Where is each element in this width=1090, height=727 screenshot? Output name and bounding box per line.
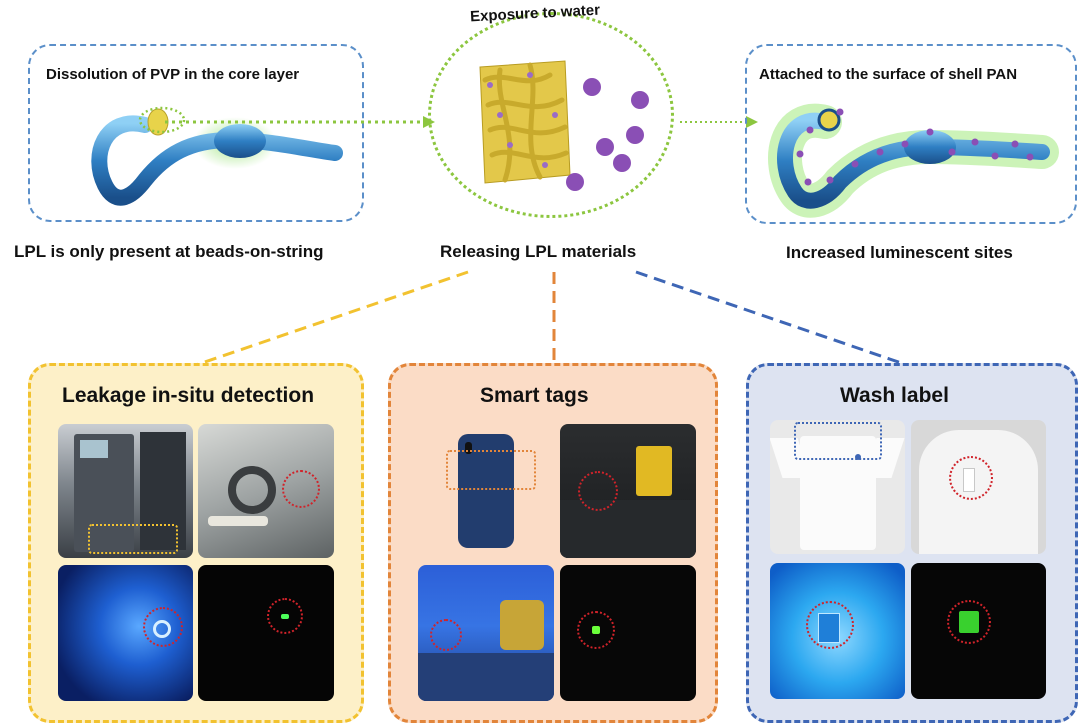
fiber-illustration-right	[768, 103, 1059, 218]
tshirt-front-photo	[770, 420, 905, 554]
uv-tshirt-photo	[770, 563, 905, 699]
uv-label-ring	[806, 601, 854, 649]
phone-internals-photo	[560, 424, 696, 558]
phone-back-illustration	[458, 434, 514, 548]
uv-leak-ring	[143, 607, 183, 647]
dark-luminescence-photo	[198, 565, 334, 701]
shell-attachment-title: Attached to the surface of shell PAN	[759, 66, 1018, 83]
tag-location-ring	[578, 471, 618, 511]
lpl-particles	[566, 78, 649, 191]
dark-label-photo	[911, 563, 1046, 699]
core-dissolution-title: Dissolution of PVP in the core layer	[46, 66, 300, 83]
uv-phone-photo	[418, 565, 554, 701]
leak-point-ring	[282, 470, 320, 508]
collar-label-ring	[949, 456, 993, 500]
dark-tag-photo	[560, 565, 696, 701]
uv-tag-ring	[430, 619, 462, 651]
center-caption: Releasing LPL materials	[440, 242, 637, 261]
left-caption: LPL is only present at beads-on-string	[14, 242, 324, 261]
smart-tags-title: Smart tags	[480, 384, 589, 407]
fiber-illustration-left	[91, 106, 343, 206]
water-exposure-circle	[428, 12, 674, 218]
lpl-release-illustration	[479, 60, 649, 191]
tshirt-collar-photo	[911, 420, 1046, 554]
uv-leak-photo	[58, 565, 193, 701]
wash-label-title: Wash label	[840, 384, 949, 407]
collar-label-box	[794, 422, 882, 460]
phone-tag-box	[446, 450, 536, 490]
pump-closeup-photo	[198, 424, 334, 558]
leakage-detection-title: Leakage in-situ detection	[62, 384, 315, 407]
leak-region-box	[88, 524, 178, 554]
dark-label-ring	[947, 600, 991, 644]
dark-leak-ring	[267, 598, 303, 634]
dark-tag-ring	[577, 611, 615, 649]
release-arrow-right	[680, 116, 758, 128]
hplc-instrument-photo	[58, 424, 193, 558]
right-caption: Increased luminescent sites	[786, 243, 1013, 262]
shell-attachment-panel	[745, 44, 1077, 224]
core-dissolution-panel	[28, 44, 364, 222]
